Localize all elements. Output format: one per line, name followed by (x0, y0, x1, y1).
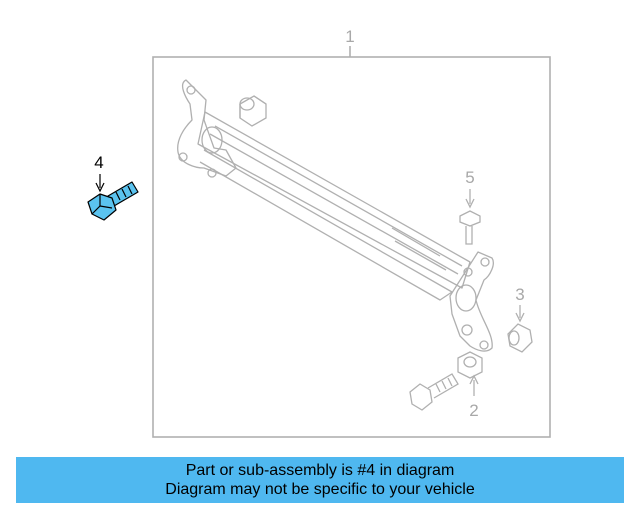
callout-4-label[interactable]: 4 (94, 153, 103, 172)
parts-diagram: 1 5 (87, 27, 551, 438)
callout-3-label[interactable]: 3 (515, 285, 524, 304)
callout-5-label[interactable]: 5 (465, 168, 474, 187)
bushing-part-3[interactable] (507, 305, 533, 353)
callout-2-label[interactable]: 2 (469, 401, 478, 420)
lower-bolt-part[interactable] (409, 373, 459, 411)
assembly-frame-box (152, 46, 551, 438)
part-info-banner: Part or sub-assembly is #4 in diagram Di… (16, 457, 624, 503)
nut-part-2[interactable] (457, 351, 483, 396)
banner-line-1: Part or sub-assembly is #4 in diagram (185, 462, 455, 479)
crossmember-part[interactable] (177, 79, 494, 352)
banner-line-2: Diagram may not be specific to your vehi… (165, 481, 475, 498)
callout-4-arrow (95, 174, 105, 193)
callout-1-label[interactable]: 1 (345, 27, 354, 46)
upper-bushing-part[interactable] (239, 95, 267, 127)
bolt-part-4[interactable] (87, 181, 139, 221)
stud-part-5[interactable] (459, 189, 481, 245)
